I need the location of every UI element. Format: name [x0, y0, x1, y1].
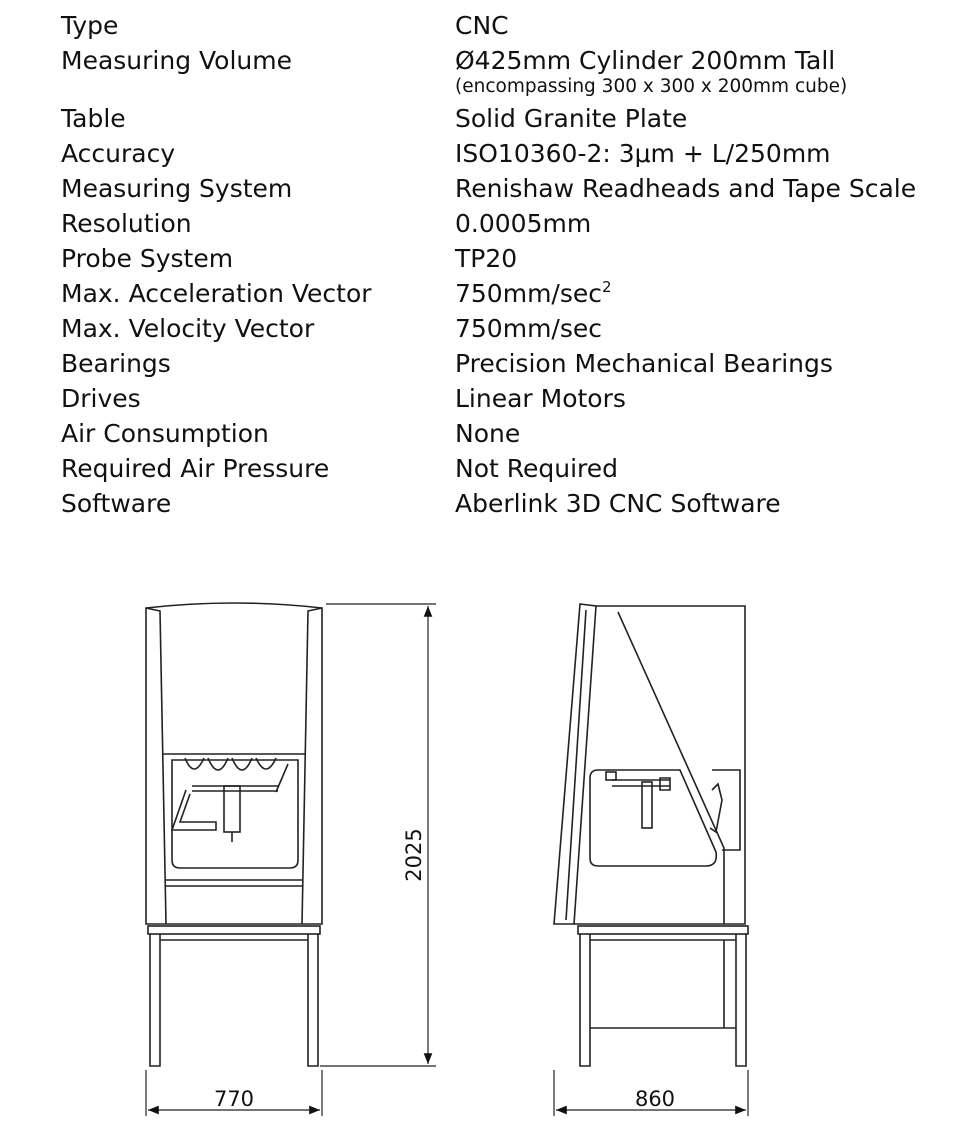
spec-label: Required Air Pressure	[61, 454, 330, 483]
front-gantry	[184, 757, 277, 771]
spec-label: Table	[61, 104, 126, 133]
side-view-drawing	[553, 603, 749, 1067]
spec-label: Measuring System	[61, 174, 293, 203]
spec-value: 750mm/sec2	[455, 276, 612, 311]
spec-row-probe-system: Probe System TP20	[61, 241, 961, 276]
spec-row-max-velocity: Max. Velocity Vector 750mm/sec	[61, 311, 961, 346]
spec-label: Bearings	[61, 349, 171, 378]
spec-label: Max. Acceleration Vector	[61, 279, 372, 308]
spec-row-measuring-system: Measuring System Renishaw Readheads and …	[61, 171, 961, 206]
front-view-drawing	[145, 602, 323, 1067]
front-stand-top	[147, 925, 321, 935]
side-cover-plate	[553, 603, 597, 925]
spec-value: Aberlink 3D CNC Software	[455, 489, 781, 518]
spec-row-air-consumption: Air Consumption None	[61, 416, 961, 451]
side-stand-legs	[579, 934, 747, 1067]
spec-label: Accuracy	[61, 139, 176, 168]
front-right-panel	[301, 607, 323, 925]
front-left-panel	[145, 607, 167, 925]
spec-value: Ø425mm Cylinder 200mm Tall	[455, 46, 836, 75]
spec-label: Resolution	[61, 209, 192, 238]
spec-label: Air Consumption	[61, 419, 269, 448]
spec-row-accuracy: Accuracy ISO10360-2: 3μm + L/250mm	[61, 136, 961, 171]
side-diagonal-panel	[617, 611, 725, 924]
spec-row-measuring-volume: Measuring Volume Ø425mm Cylinder 200mm T…	[61, 43, 961, 101]
spec-value-superscript: 2	[602, 278, 612, 296]
side-enclosure-outline	[574, 605, 746, 925]
spec-note: (encompassing 300 x 300 x 200mm cube)	[455, 76, 848, 97]
spec-label: Type	[61, 11, 119, 40]
spec-value: Not Required	[455, 454, 619, 483]
spec-value-text: 750mm/sec	[455, 279, 602, 308]
spec-value: Linear Motors	[455, 384, 626, 413]
spec-value: 750mm/sec	[455, 314, 602, 343]
spec-value: TP20	[455, 244, 518, 273]
spec-row-drives: Drives Linear Motors	[61, 381, 961, 416]
spec-label: Drives	[61, 384, 141, 413]
spec-value: None	[455, 419, 521, 448]
spec-label: Software	[61, 489, 172, 518]
spec-value: Solid Granite Plate	[455, 104, 688, 133]
height-dimension-label: 2025	[402, 828, 426, 881]
spec-row-software: Software Aberlink 3D CNC Software	[61, 486, 961, 521]
spec-label: Max. Velocity Vector	[61, 314, 315, 343]
spec-table: Type CNC Measuring Volume Ø425mm Cylinde…	[61, 8, 961, 521]
spec-value: Renishaw Readheads and Tape Scale	[455, 174, 917, 203]
front-window-opening	[171, 759, 299, 869]
spec-row-bearings: Bearings Precision Mechanical Bearings	[61, 346, 961, 381]
front-width-dimension	[145, 1070, 323, 1116]
side-depth-dimension	[553, 1070, 749, 1116]
side-depth-label: 860	[635, 1087, 675, 1111]
spec-row-max-acceleration: Max. Acceleration Vector 750mm/sec2	[61, 276, 961, 311]
spec-value: CNC	[455, 11, 509, 40]
front-stand-legs	[149, 934, 319, 1067]
spec-value: ISO10360-2: 3μm + L/250mm	[455, 139, 831, 168]
spec-row-resolution: Resolution 0.0005mm	[61, 206, 961, 241]
spec-row-type: Type CNC	[61, 8, 961, 43]
spec-label: Probe System	[61, 244, 234, 273]
spec-row-table: Table Solid Granite Plate	[61, 101, 961, 136]
side-window-opening	[589, 769, 718, 867]
height-dimension	[320, 603, 436, 1067]
spec-value: 0.0005mm	[455, 209, 592, 238]
side-stand-top	[577, 925, 749, 935]
spec-row-required-air-pressure: Required Air Pressure Not Required	[61, 451, 961, 486]
spec-value: Precision Mechanical Bearings	[455, 349, 833, 378]
front-width-label: 770	[214, 1087, 254, 1111]
spec-label: Measuring Volume	[61, 46, 293, 75]
